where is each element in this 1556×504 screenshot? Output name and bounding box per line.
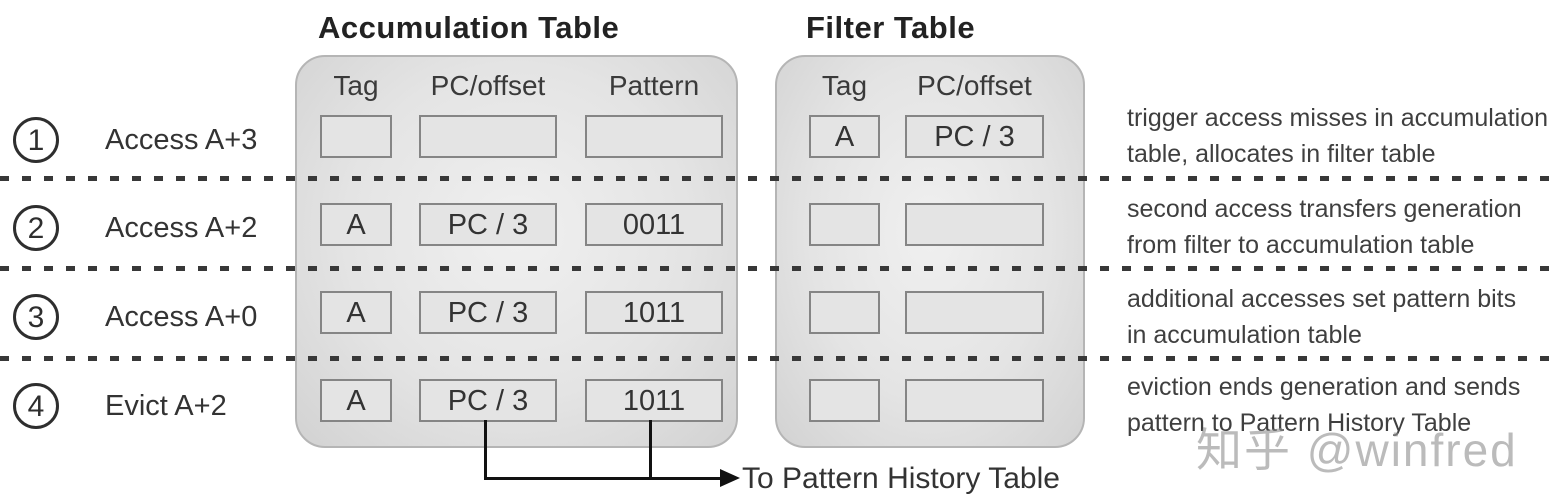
accumulation-cell-pc-offset: PC / 3 [419,203,557,246]
accumulation-cell-tag: A [320,379,392,422]
filter-cell-pc-offset [905,203,1044,246]
step-annotation: eviction ends generation and sends patte… [1127,369,1556,441]
annotation-line: from filter to accumulation table [1127,231,1475,259]
accumulation-cell-tag: A [320,203,392,246]
annotation-line: in accumulation table [1127,321,1362,349]
annotation-line: table, allocates in filter table [1127,140,1436,168]
arrow-right-icon [720,469,740,487]
annotation-line: pattern to Pattern History Table [1127,409,1472,437]
step-annotation: trigger access misses in accumulation ta… [1127,100,1556,172]
filter-table-panel: Tag PC/offset A PC / 3 [775,55,1085,448]
arrow-label: To Pattern History Table [742,462,1060,495]
accumulation-cell-pattern: 1011 [585,379,723,422]
accumulation-col-header-tag: Tag [333,70,379,101]
filter-cell-tag: A [809,115,880,158]
filter-cell-tag [809,379,880,422]
accumulation-table-title: Accumulation Table [318,10,620,45]
step-label: Access A+0 [105,301,258,333]
dashed-separator [0,176,1556,181]
annotation-line: second access transfers generation [1127,195,1522,223]
annotation-line: trigger access misses in accumulation [1127,104,1548,132]
step-label: Access A+3 [105,124,258,156]
accumulation-cell-tag: A [320,291,392,334]
step-annotation: additional accesses set pattern bits in … [1127,281,1556,353]
step-label: Evict A+2 [105,390,227,422]
dashed-separator [0,356,1556,361]
filter-table-title: Filter Table [806,10,976,45]
filter-cell-pc-offset [905,379,1044,422]
filter-cell-pc-offset [905,291,1044,334]
accumulation-cell-pattern [585,115,723,158]
accumulation-cell-tag [320,115,392,158]
step-number-circle: 1 [13,117,59,163]
filter-cell-pc-offset: PC / 3 [905,115,1044,158]
accumulation-cell-pc-offset: PC / 3 [419,379,557,422]
accumulation-table-panel: Tag PC/offset Pattern A PC / 3 0011 A PC… [295,55,738,448]
annotation-line: eviction ends generation and sends [1127,373,1521,401]
accumulation-cell-pattern: 1011 [585,291,723,334]
accumulation-col-header-pc-offset: PC/offset [430,70,546,101]
step-label: Access A+2 [105,212,258,244]
connector-line-pc-offset [484,420,487,480]
accumulation-cell-pattern: 0011 [585,203,723,246]
annotation-line: additional accesses set pattern bits [1127,285,1517,313]
connector-line-horizontal [484,477,722,480]
accumulation-cell-pc-offset [419,115,557,158]
step-number-circle: 3 [13,294,59,340]
filter-col-header-pc-offset: PC/offset [917,70,1032,101]
step-annotation: second access transfers generation from … [1127,191,1556,263]
step-number-circle: 2 [13,205,59,251]
watermark: 知乎 @winfred [1196,424,1518,476]
accumulation-col-header-pattern: Pattern [608,70,700,101]
accumulation-cell-pc-offset: PC / 3 [419,291,557,334]
filter-cell-tag [809,203,880,246]
step-number-circle: 4 [13,383,59,429]
filter-col-header-tag: Tag [821,70,868,101]
filter-cell-tag [809,291,880,334]
dashed-separator [0,266,1556,271]
connector-line-pattern [649,420,652,480]
